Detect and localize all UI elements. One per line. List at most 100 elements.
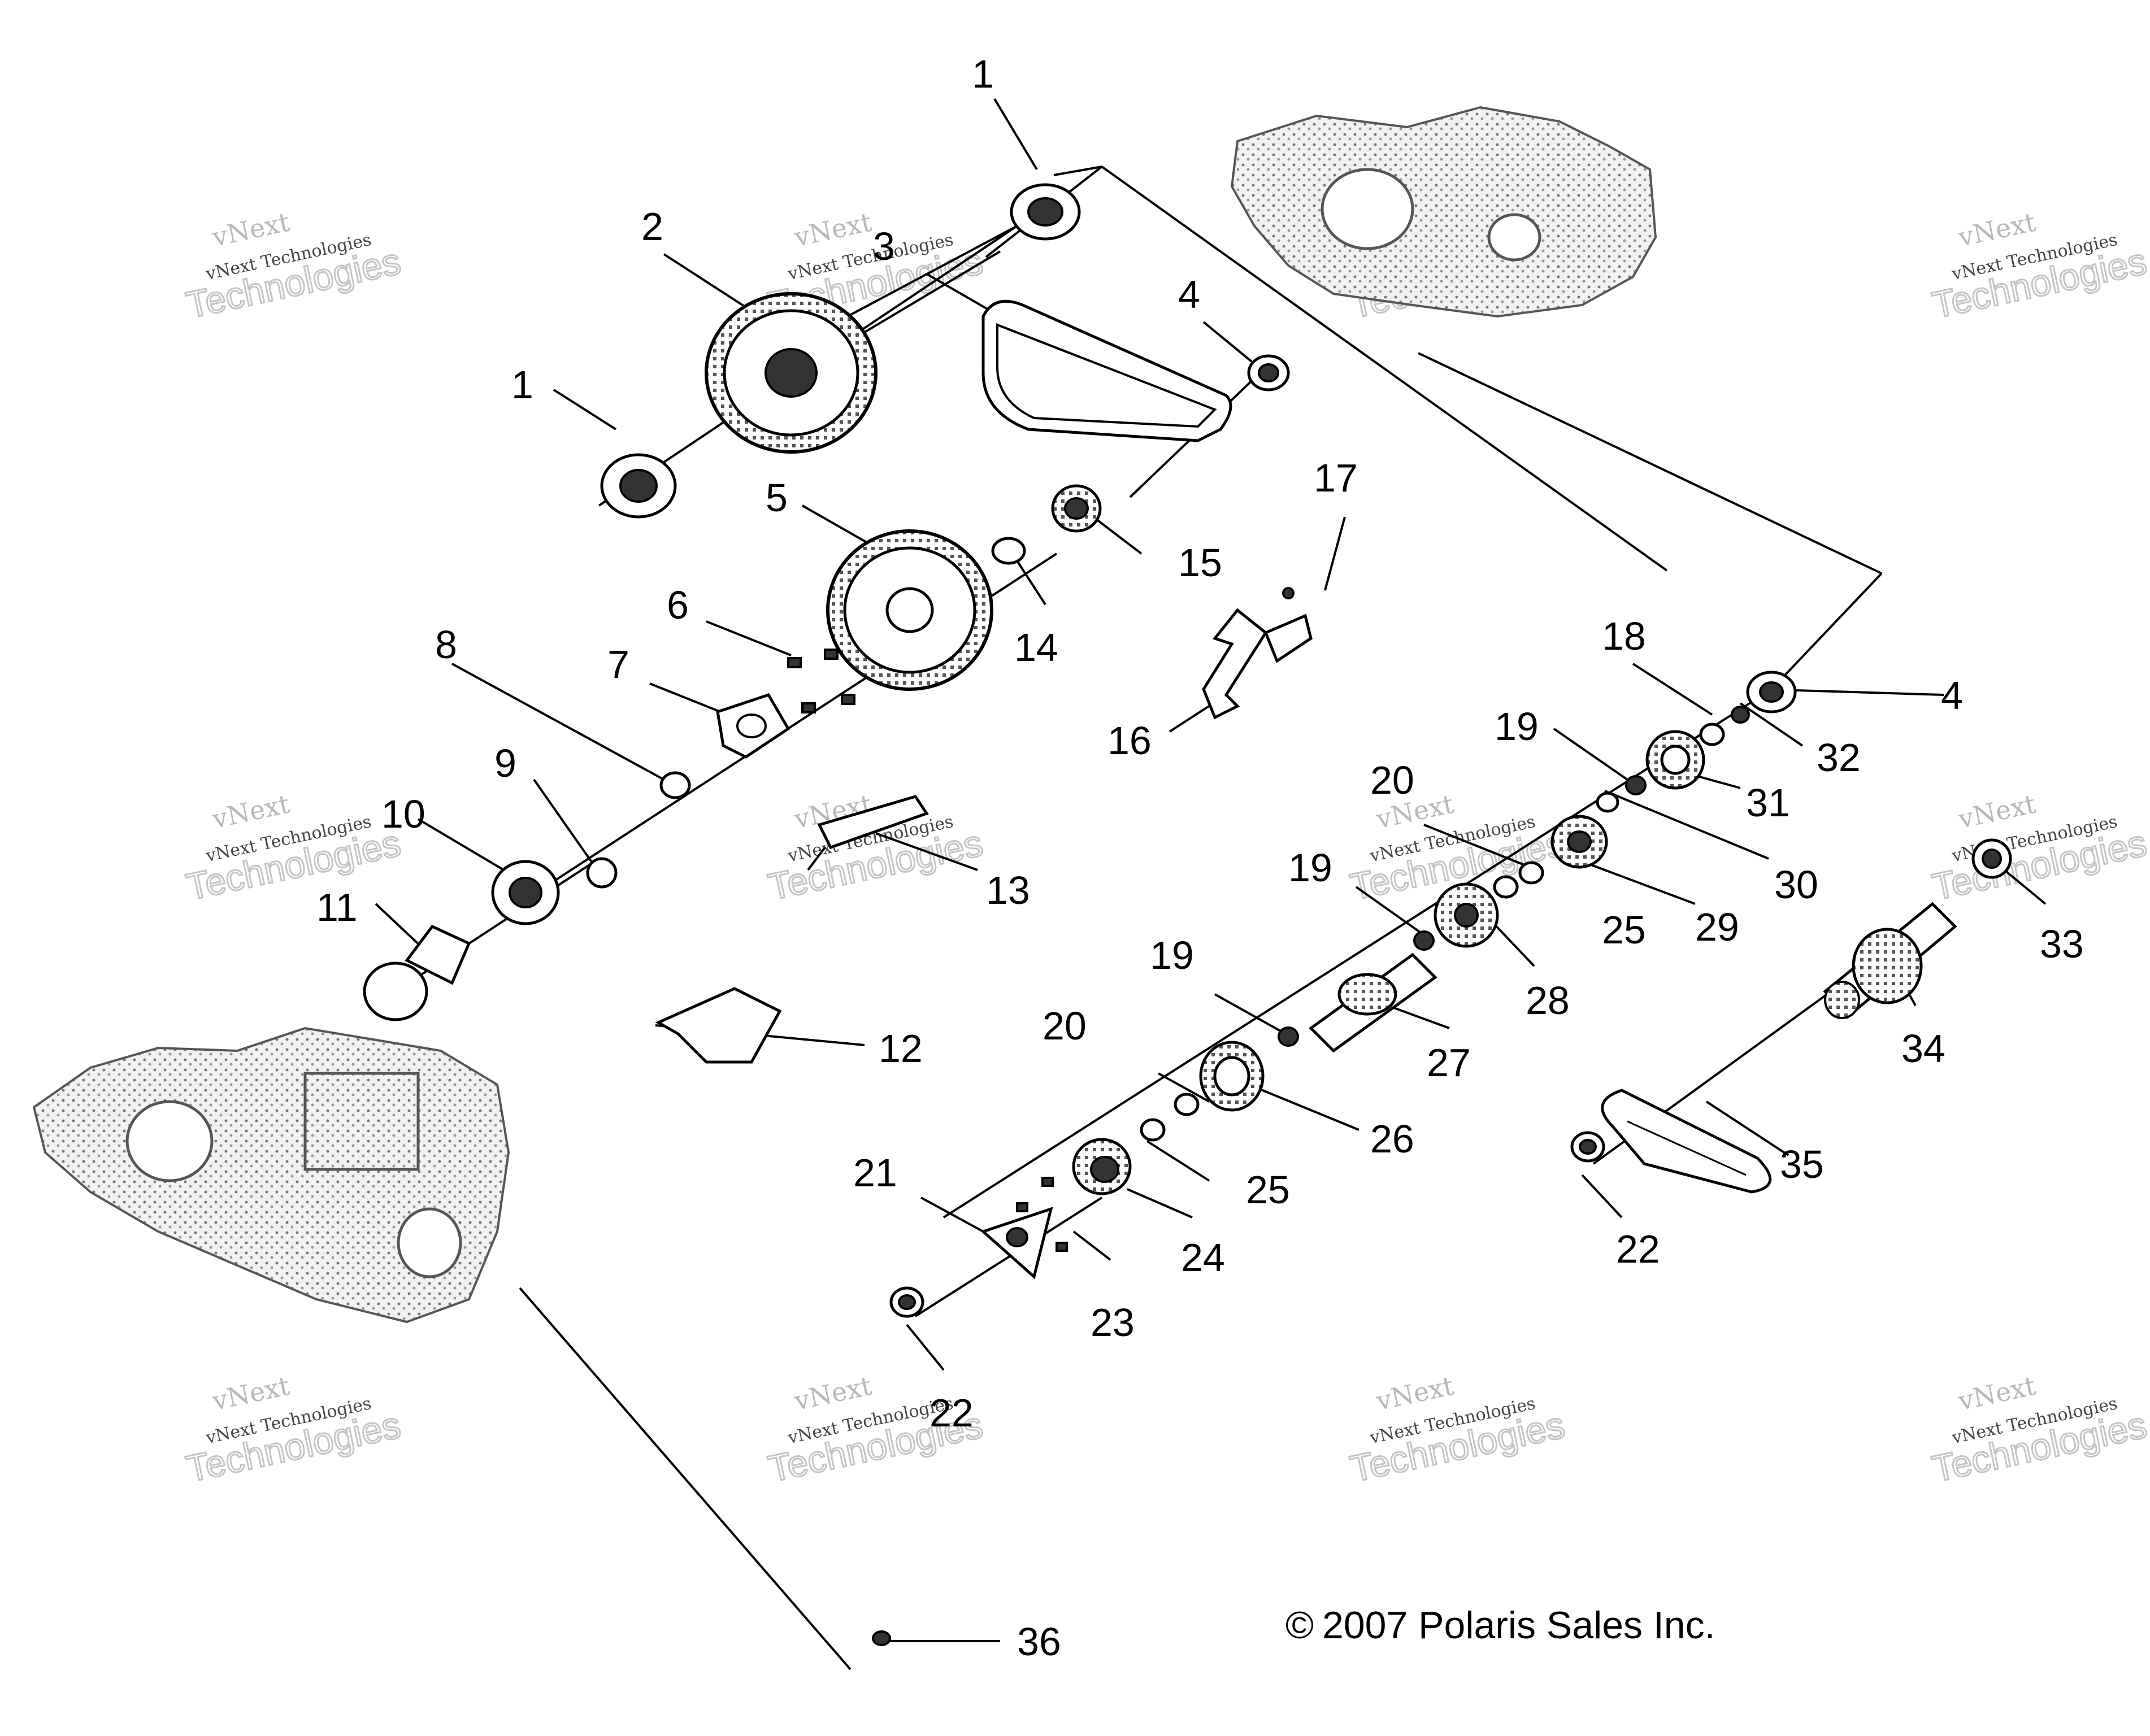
copyright-text: 2007 Polaris Sales Inc.: [1322, 1604, 1715, 1647]
callout-19b: 19: [1288, 846, 1332, 890]
watermark-line1: vNext: [1955, 788, 2039, 834]
part-25-washer-a: [1518, 861, 1544, 885]
callout-20a: 20: [1370, 758, 1414, 802]
part-16-shift-fork: [1202, 608, 1313, 720]
part-19-ring-b: [1413, 930, 1435, 951]
callout-16: 16: [1107, 719, 1152, 763]
part-22-bearing-left: [889, 1286, 924, 1318]
part-14-ring: [991, 537, 1026, 565]
part-9-oring: [586, 857, 618, 889]
part-8-ring: [659, 771, 691, 799]
callout-29: 29: [1695, 905, 1739, 949]
callouts: 1 1 2 3 4 4 5 6 7 8 9 10 11 12 13 14 15 …: [316, 52, 2084, 1664]
part-27-shaft: [1309, 952, 1437, 1053]
part-31-gear: [1645, 730, 1705, 790]
callout-18: 18: [1602, 614, 1646, 658]
callout-25a: 25: [1602, 908, 1646, 952]
callout-5: 5: [766, 476, 788, 520]
part-10-bearing: [491, 860, 560, 925]
callout-4b: 4: [1941, 673, 1963, 717]
part-3-chain: [981, 299, 1232, 442]
callout-30: 30: [1774, 863, 1818, 907]
callout-1b: 1: [511, 363, 533, 407]
part-28-gear: [1434, 882, 1499, 948]
callout-22a: 22: [930, 1391, 974, 1435]
part-20-washer-a: [1493, 875, 1519, 899]
callout-26: 26: [1370, 1117, 1414, 1161]
watermark-line1: vNext: [791, 1370, 875, 1416]
watermark-line1: vNext: [1373, 1370, 1457, 1416]
callout-27: 27: [1427, 1041, 1471, 1085]
part-18-washer: [1699, 723, 1725, 746]
callout-14: 14: [1014, 625, 1058, 669]
part-36-bolt: [872, 1630, 891, 1646]
part-26-gear: [1199, 1041, 1265, 1112]
part-35-chain: [1601, 1089, 1772, 1194]
part-19-ring-a: [1625, 775, 1647, 795]
part-24-hub: [1072, 1138, 1132, 1195]
transmission-case-left: [32, 1026, 510, 1324]
watermark-line1: vNext: [791, 206, 875, 253]
part-4-bearing-right: [1746, 671, 1797, 713]
callout-12: 12: [879, 1026, 923, 1071]
part-4-bearing-top: [1247, 354, 1290, 391]
part-1-bearing-left: [600, 453, 677, 519]
part-34-output-shaft: [1823, 902, 1957, 1019]
part-15-sprocket: [1051, 484, 1102, 533]
part-6-bolts: [787, 649, 855, 713]
callout-32: 32: [1817, 736, 1861, 780]
part-7-plate: [716, 693, 790, 759]
callout-33: 33: [2040, 922, 2084, 966]
part-21-cover: [980, 1207, 1053, 1280]
callout-36: 36: [1017, 1620, 1061, 1664]
callout-6: 6: [667, 583, 689, 627]
part-2-driven-sprocket: [705, 292, 878, 454]
part-32-ring: [1731, 706, 1750, 724]
part-19-ring-c: [1278, 1026, 1299, 1047]
callout-1a: 1: [972, 52, 994, 96]
callout-4a: 4: [1178, 272, 1200, 316]
callout-9: 9: [494, 741, 516, 785]
copyright: © 2007 Polaris Sales Inc.: [1285, 1604, 1715, 1647]
part-23-bolts: [1016, 1177, 1068, 1252]
watermark-line1: vNext: [1955, 206, 2039, 253]
part-17-pin: [1282, 587, 1295, 599]
callout-23: 23: [1091, 1300, 1135, 1345]
watermark-line1: vNext: [209, 1370, 293, 1416]
callout-31: 31: [1746, 781, 1790, 825]
callout-17: 17: [1314, 456, 1358, 500]
callout-22b: 22: [1616, 1227, 1660, 1271]
callout-28: 28: [1526, 978, 1570, 1023]
part-5-gear: [826, 529, 993, 691]
part-20-washer-b: [1174, 1093, 1200, 1116]
callout-3: 3: [873, 224, 895, 268]
watermark-line1: vNext: [1955, 1370, 2039, 1416]
part-29-hub: [1550, 815, 1608, 869]
callout-8: 8: [435, 623, 457, 667]
copyright-symbol: ©: [1285, 1604, 1314, 1647]
part-13-shift-shaft: [807, 795, 929, 871]
callout-10: 10: [381, 792, 425, 836]
callout-35: 35: [1780, 1142, 1824, 1186]
callout-19a: 19: [1495, 704, 1539, 749]
callout-11: 11: [316, 885, 358, 929]
callout-25b: 25: [1246, 1168, 1290, 1212]
watermark-line1: vNext: [209, 788, 293, 834]
callout-2: 2: [641, 205, 663, 249]
part-22-bearing-right: [1570, 1131, 1605, 1163]
part-33-bearing: [1971, 838, 2012, 879]
callout-24: 24: [1181, 1235, 1225, 1280]
part-1-bearing-top: [1010, 183, 1081, 241]
callout-7: 7: [607, 642, 629, 686]
callout-20b: 20: [1043, 1004, 1087, 1048]
callout-21: 21: [853, 1151, 897, 1195]
